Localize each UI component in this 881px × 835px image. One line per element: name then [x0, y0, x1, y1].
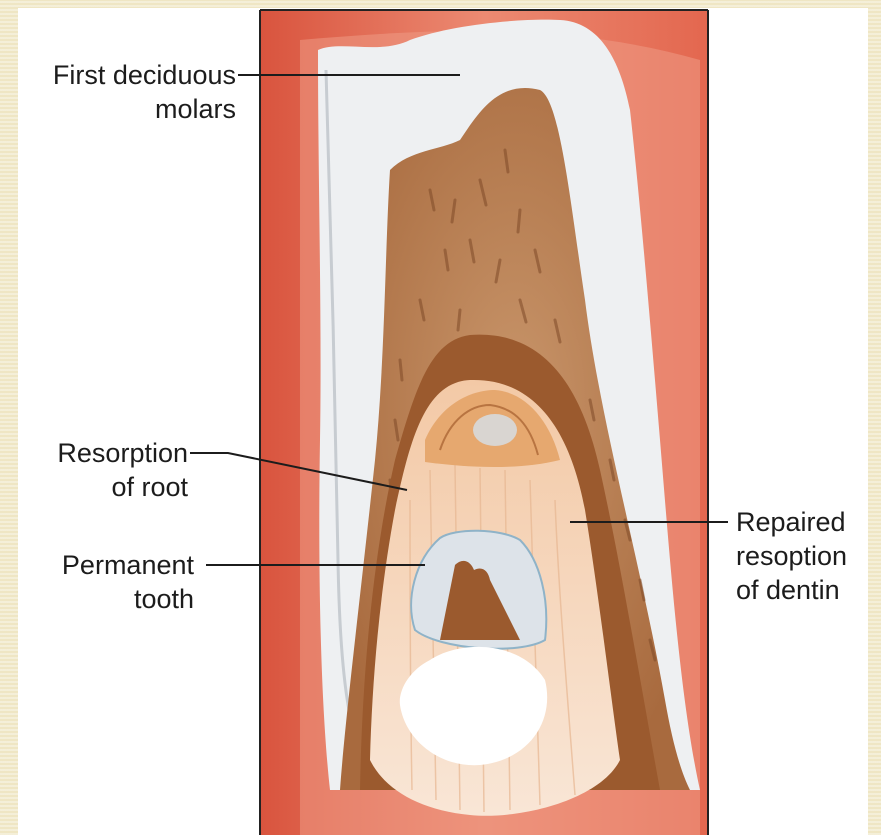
label-line: resoption — [736, 539, 871, 573]
label-line: of root — [18, 470, 188, 504]
label-line: Permanent — [18, 548, 194, 582]
label-permanent-tooth: Permanent tooth — [18, 548, 194, 616]
label-line: Resorption — [18, 436, 188, 470]
label-resorption-of-root: Resorption of root — [18, 436, 188, 504]
label-first-deciduous-molars: First deciduous molars — [18, 58, 236, 126]
label-line: First deciduous — [18, 58, 236, 92]
label-line: of dentin — [736, 573, 871, 607]
resorption-spot — [473, 414, 517, 446]
label-line: tooth — [18, 582, 194, 616]
label-repaired-resoption-of-dentin: Repaired resoption of dentin — [736, 505, 871, 607]
label-line: Repaired — [736, 505, 871, 539]
label-line: molars — [18, 92, 236, 126]
